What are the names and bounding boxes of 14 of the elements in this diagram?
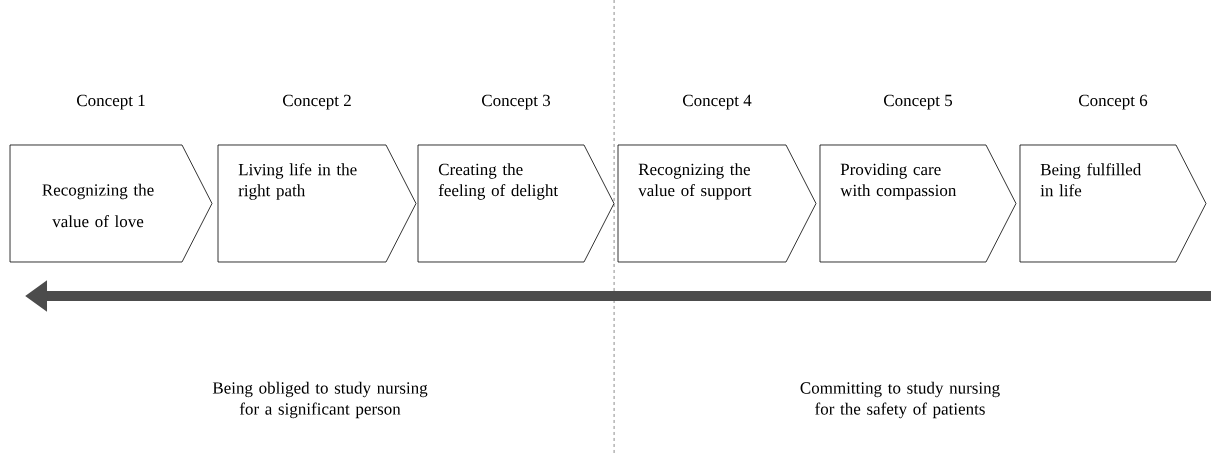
node-label: Concept 3: [482, 94, 551, 110]
caption-text: Committing to study nursing for the safety of patients: [800, 381, 1000, 419]
node-label: Concept 4: [682, 94, 752, 110]
chevron-box: Concept 4 Recognizing the value of support: [617, 94, 817, 263]
node-label: Concept 5: [883, 94, 953, 110]
chevron-box: Concept 6 Being fulfilled in life: [1019, 94, 1207, 263]
node-label: Concept 1: [77, 94, 145, 110]
chevron-box: Concept 5 Providing care with compassion: [819, 94, 1017, 263]
node-label: Concept 2: [283, 94, 351, 110]
chevron-box: Concept 2 Living life in the right path: [217, 94, 417, 263]
node-label: Concept 6: [1078, 94, 1148, 110]
caption-text: Being obliged to study nursing for a significant person: [212, 381, 428, 419]
chevron-box: Concept 1 Recognizing the value of love: [9, 94, 213, 263]
chevron-box: Concept 3 Creating the feeling of delight: [417, 94, 615, 263]
